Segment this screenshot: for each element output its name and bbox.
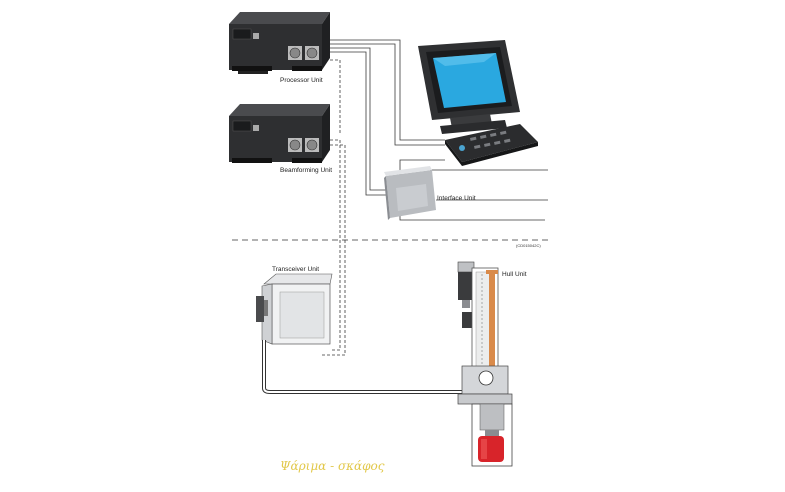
transceiver-unit-label: Transceiver Unit [272, 266, 319, 273]
interface-unit-icon [384, 166, 436, 220]
beamforming-unit-icon [229, 104, 330, 163]
interface-unit-label: Interface Unit [437, 195, 476, 202]
keyboard-icon [445, 124, 538, 166]
hull-unit-icon [457, 261, 513, 467]
caption-handwritten: Ψάριμα - σκάφος [280, 459, 385, 473]
transceiver-unit-icon [256, 273, 333, 345]
processor-unit-label: Processor Unit [280, 77, 323, 84]
hull-unit-label: Hull Unit [502, 271, 527, 278]
beamforming-unit-label: Beamforming Unit [280, 167, 332, 174]
display-monitor-icon [418, 40, 520, 134]
cabling-dashed [320, 59, 346, 356]
drawing-number: (CD015042C) [516, 243, 541, 248]
processor-unit-icon [229, 12, 330, 74]
hull-cable [262, 340, 488, 394]
